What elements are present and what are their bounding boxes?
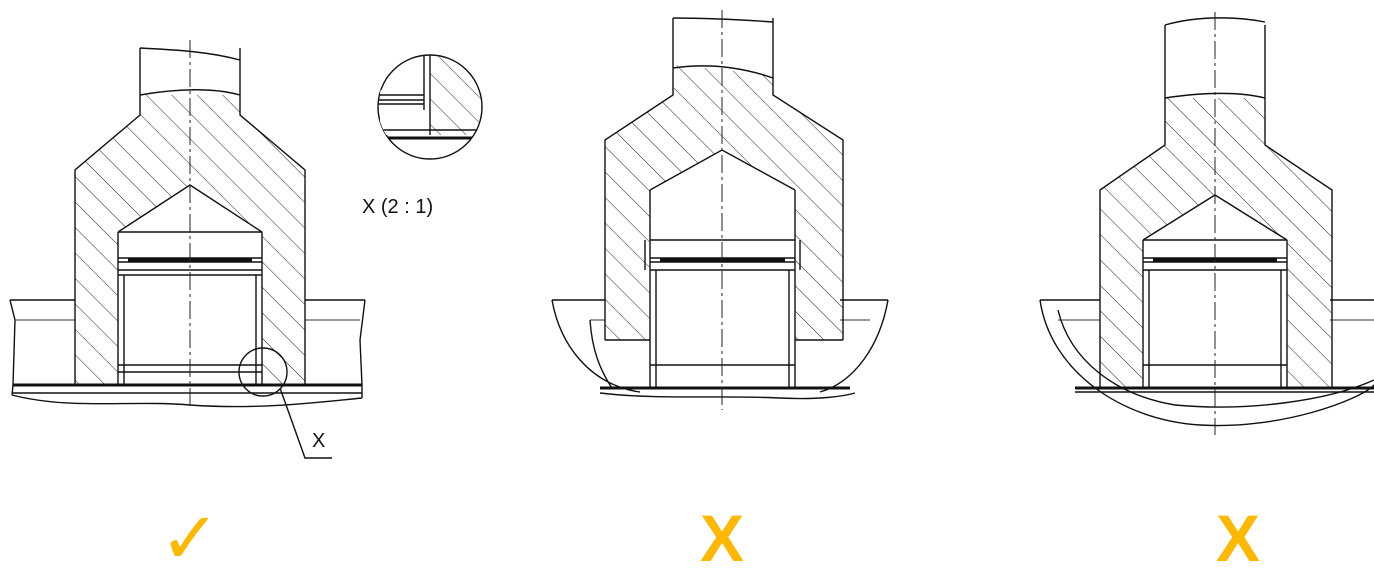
detail-view (377, 54, 483, 160)
diagram-correct: X X (2 : 1) (9, 40, 483, 459)
verdict-check-icon: ✓ (159, 496, 221, 580)
detail-callout-circle (238, 347, 288, 397)
detail-label: X (2 : 1) (362, 196, 433, 218)
diagram-wrong-2 (1039, 12, 1374, 435)
callout-leader (279, 387, 332, 459)
verdict-cross-icon-2: X (1215, 501, 1261, 575)
bolt-outline (74, 48, 306, 385)
diagram-wrong-1 (551, 10, 889, 410)
verdict-cross-icon-1: X (699, 501, 745, 575)
bolt-body-hatched (75, 95, 305, 385)
callout-letter: X (312, 430, 325, 452)
base-plate (9, 299, 366, 408)
